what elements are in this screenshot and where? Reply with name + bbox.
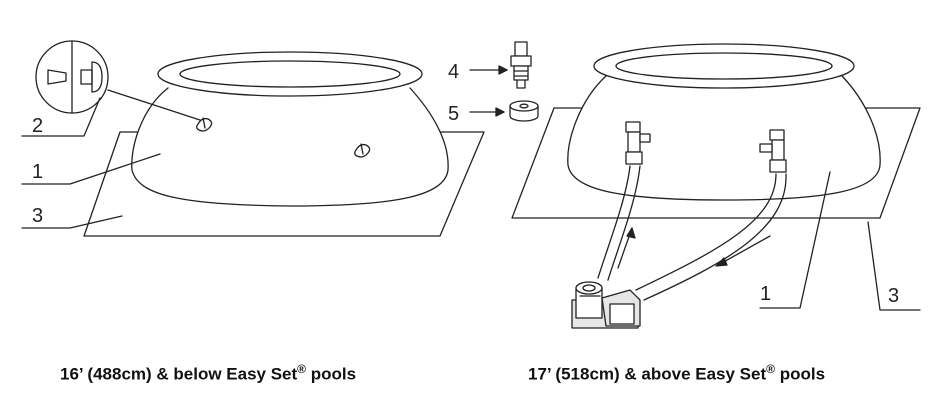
caption-right-text: 17’ (518cm) & above Easy Set	[528, 364, 767, 384]
wall-fitting-left	[196, 117, 213, 132]
connector-part	[469, 41, 532, 89]
leader-lines-left	[21, 89, 201, 229]
callout-left-pool: 1	[32, 161, 43, 183]
hose-right	[635, 173, 787, 301]
callout-right-ground-cloth: 3	[888, 285, 899, 307]
wall-fitting-right	[354, 143, 371, 158]
callout-left-ground-cloth: 3	[32, 205, 43, 227]
leader-lines-right	[759, 171, 921, 311]
filter-pump	[571, 281, 641, 329]
callout-cap: 5	[448, 103, 459, 125]
caption-left-suffix: pools	[306, 364, 357, 384]
pool-right	[567, 43, 881, 201]
caption-left-text: 16’ (488cm) & below Easy Set	[60, 364, 298, 384]
caption-right-suffix: pools	[774, 364, 826, 384]
pool-left	[131, 51, 449, 207]
flow-arrows	[617, 227, 771, 269]
cap-part	[469, 100, 539, 122]
valve-right	[759, 129, 787, 173]
caption-right-registered-mark: ®	[766, 362, 775, 376]
liner-clip-detail	[35, 40, 109, 114]
caption-left-registered-mark: ®	[297, 362, 307, 376]
callout-left-liner-clip: 2	[32, 115, 43, 137]
valve-left	[625, 121, 651, 165]
hose-left	[597, 165, 641, 281]
caption-large-pools: 17’ (518cm) & above Easy Set® pools	[528, 362, 825, 385]
callout-right-pool: 1	[760, 283, 771, 305]
caption-small-pools: 16’ (488cm) & below Easy Set® pools	[60, 362, 356, 385]
callout-connector: 4	[448, 61, 459, 83]
